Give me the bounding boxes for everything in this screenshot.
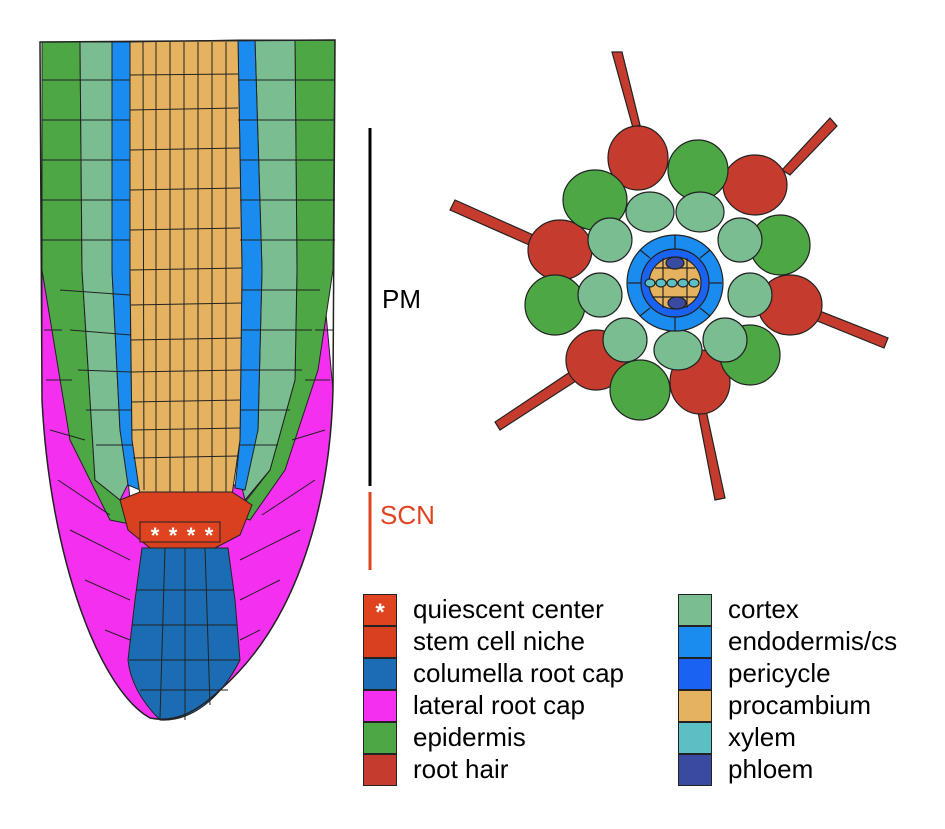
legend-swatch — [678, 626, 712, 658]
epidermis-cells — [524, 139, 811, 421]
qc-marker: * — [169, 523, 178, 548]
qc-markers: * * * * — [151, 523, 214, 548]
legend-label: xylem — [728, 722, 796, 752]
legend-swatch — [678, 754, 712, 786]
tissue-cell-lines — [42, 79, 335, 446]
pm-label: PM — [382, 284, 421, 314]
qc-marker: * — [205, 523, 214, 548]
legend-label: lateral root cap — [413, 690, 585, 720]
legend-label: phloem — [728, 754, 814, 784]
legend-swatch — [363, 626, 397, 658]
qc-marker: * — [151, 523, 160, 548]
columella-cell-lines — [129, 547, 240, 720]
legend-label: epidermis — [413, 722, 526, 752]
legend-label: root hair — [413, 754, 509, 784]
legend-swatch — [363, 658, 397, 690]
phloem-top — [665, 256, 685, 270]
legend-swatch — [678, 594, 712, 626]
root-outline — [39, 39, 336, 721]
legend-swatch — [363, 690, 397, 722]
legend-swatch: * — [363, 594, 397, 626]
cortex-cells — [577, 191, 773, 371]
legend-swatch — [678, 658, 712, 690]
procambium-cell-lines — [129, 41, 243, 492]
columella-root-cap-region — [127, 547, 241, 721]
endodermis-cell-lines — [628, 235, 722, 331]
scn-label: SCN — [380, 500, 435, 530]
legend-label: quiescent center — [413, 594, 604, 624]
root-hair-cells — [527, 125, 823, 415]
lateral-root-cap-cell-lines — [44, 329, 333, 641]
legend-label: stem cell niche — [413, 626, 585, 656]
qc-marker: * — [187, 523, 196, 548]
phloem-bottom — [667, 296, 687, 310]
legend-swatch — [363, 754, 397, 786]
legend-swatch — [363, 722, 397, 754]
legend-label: procambium — [728, 690, 872, 720]
legend-swatch — [678, 690, 712, 722]
longitudinal-root-section — [39, 39, 336, 721]
legend-label: cortex — [728, 594, 799, 624]
legend-label: pericycle — [728, 658, 831, 688]
root-cross-section — [449, 51, 889, 501]
quiescent-center-region — [139, 521, 221, 543]
legend-label: columella root cap — [413, 658, 624, 688]
legend-label: endodermis/cs — [728, 626, 898, 656]
legend-swatch — [678, 722, 712, 754]
xylem-cells — [644, 278, 700, 288]
